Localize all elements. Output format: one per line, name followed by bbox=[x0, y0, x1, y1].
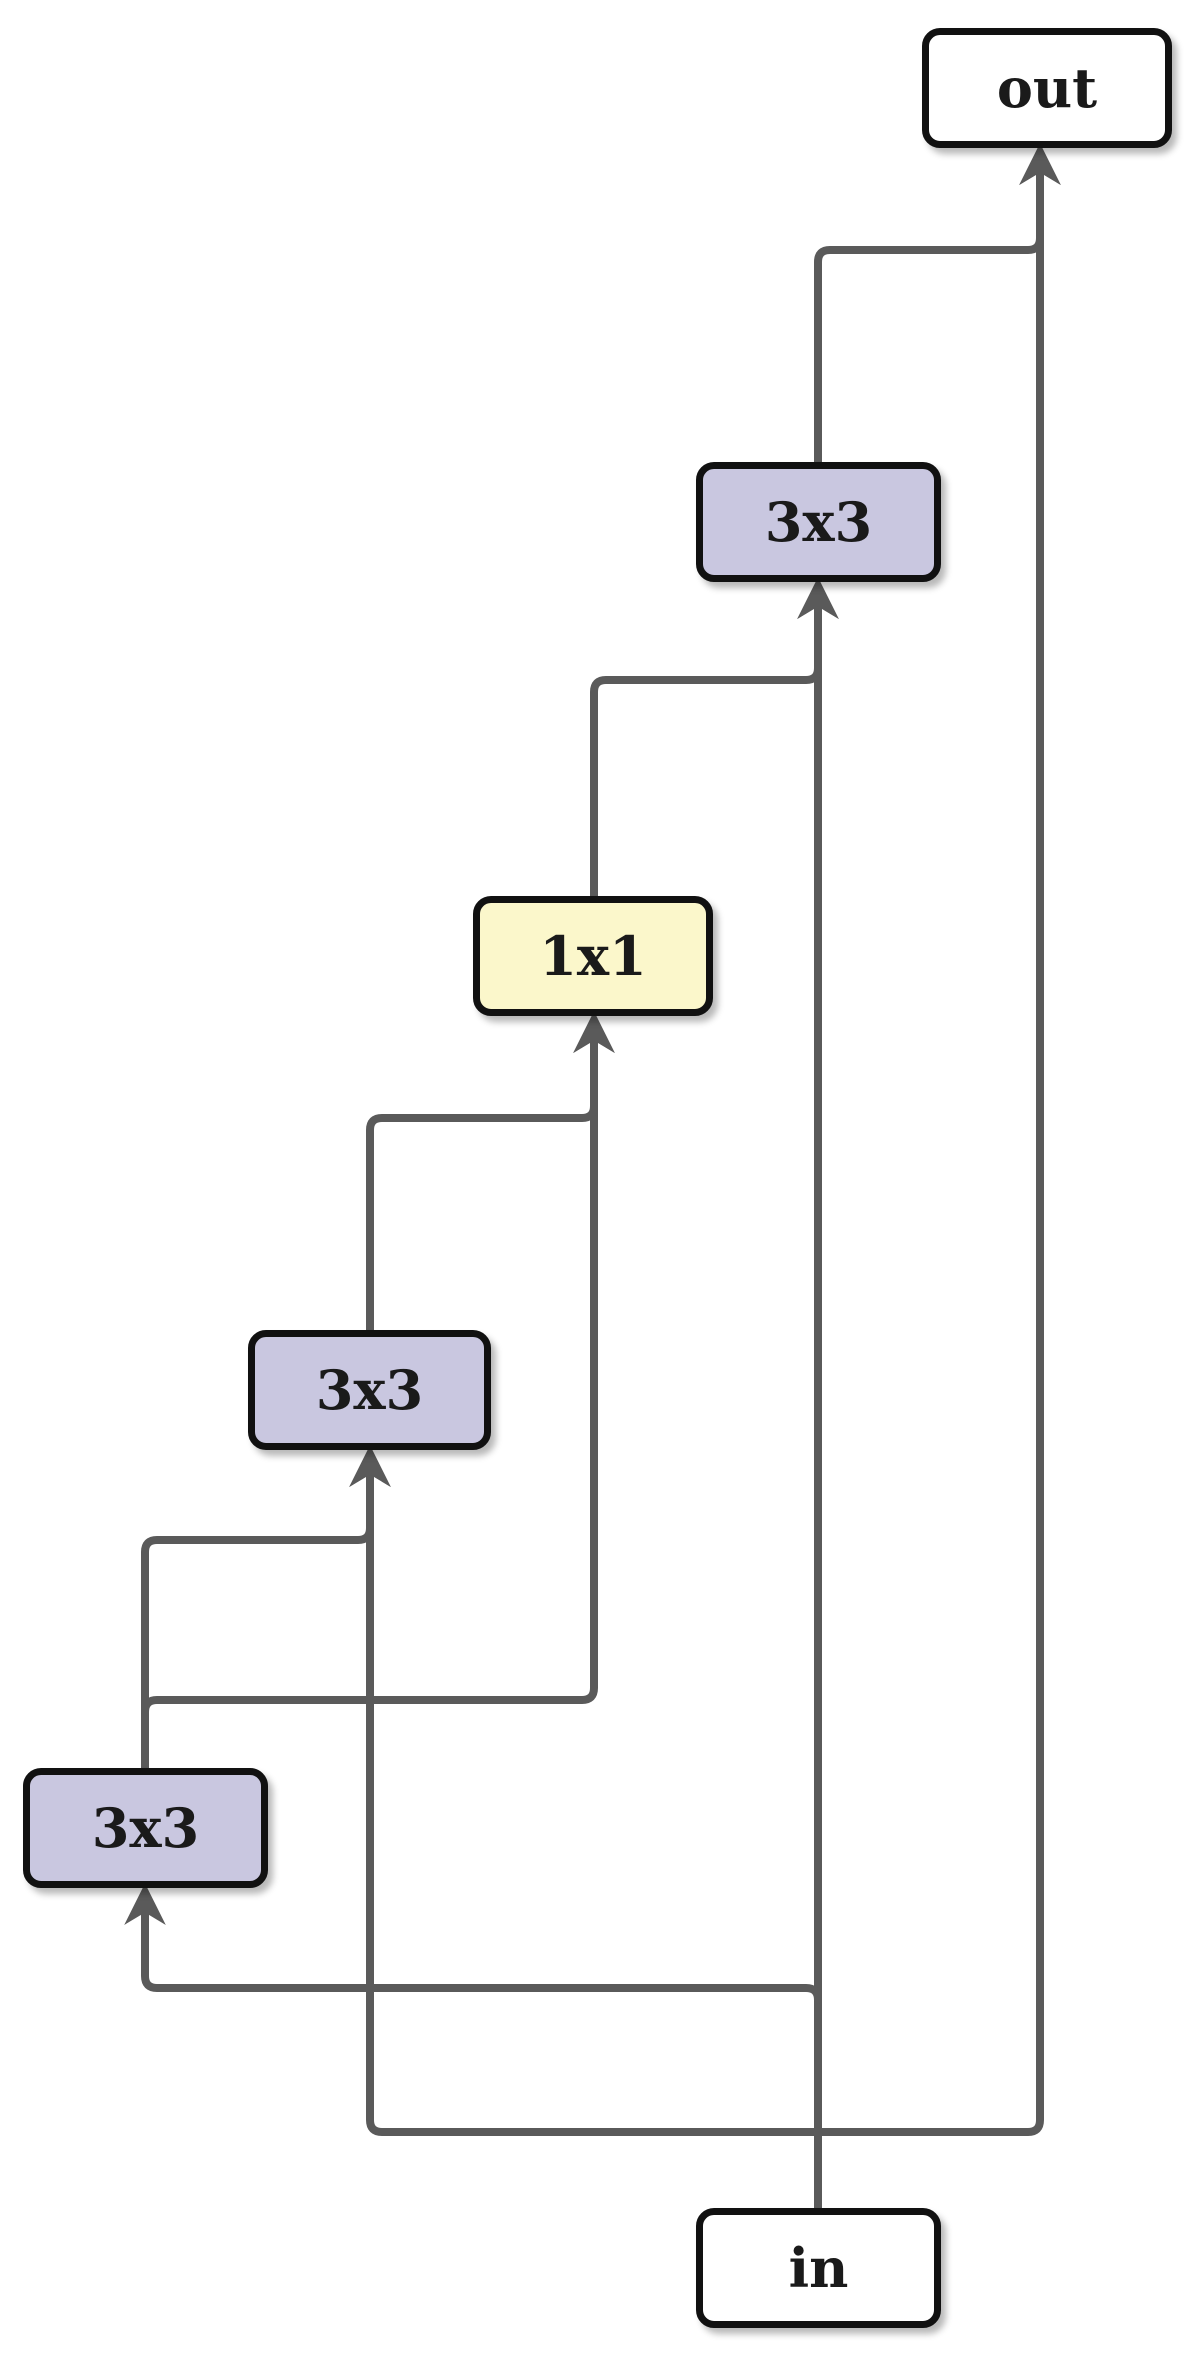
conv1x1-label: 1x1 bbox=[539, 924, 647, 988]
wire-in-to-out bbox=[814, 143, 1061, 2212]
wire-in-to-conv1 bbox=[124, 1883, 822, 2004]
conv3x3-bottom-node: 3x3 bbox=[23, 1768, 268, 1888]
wire-conv1-to-conv2 bbox=[141, 1445, 391, 1716]
conv1x1-node: 1x1 bbox=[473, 896, 713, 1016]
conv3x3-middle-node: 3x3 bbox=[248, 1330, 491, 1450]
wire-conv2-to-1x1 bbox=[366, 1011, 615, 1334]
output-node-label: out bbox=[996, 56, 1098, 120]
conv3x3-middle-label: 3x3 bbox=[315, 1358, 424, 1422]
conv3x3-bottom-label: 3x3 bbox=[91, 1796, 200, 1860]
output-node: out bbox=[922, 28, 1172, 148]
input-node-label: in bbox=[788, 2236, 849, 2300]
input-node: in bbox=[696, 2208, 941, 2328]
wire-in-to-conv2 bbox=[349, 1445, 822, 2136]
conv3x3-top-label: 3x3 bbox=[764, 490, 873, 554]
wire-1x1-to-conv4 bbox=[590, 577, 839, 900]
wire-conv4-to-out bbox=[814, 143, 1061, 466]
conv3x3-top-node: 3x3 bbox=[696, 462, 941, 582]
